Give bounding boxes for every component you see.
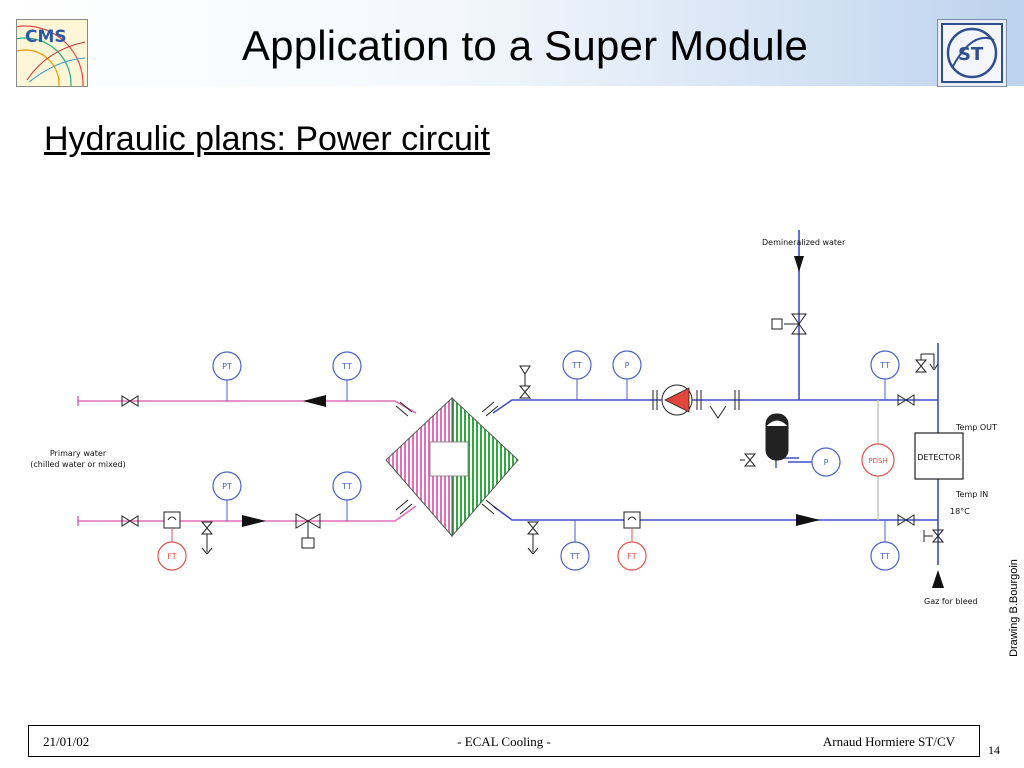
detector-label: DETECTOR: [917, 453, 961, 462]
arrow-left-primary-top: [303, 395, 326, 407]
valve-vent: [914, 353, 939, 373]
valve-make-up: [771, 313, 807, 335]
cern-logo-graphic: ST: [941, 23, 1003, 83]
footer-title: - ECAL Cooling -: [457, 734, 551, 749]
footer-author: Arnaud Hormiere ST/CV: [822, 734, 955, 749]
page-title: Application to a Super Module: [241, 22, 809, 69]
svg-text:TT: TT: [569, 552, 580, 561]
temp-in-label: Temp IN: [955, 490, 988, 499]
diagram-labels: Primary water (chilled water or mixed) D…: [30, 238, 997, 606]
strainer-mid: [623, 511, 641, 529]
svg-text:TT: TT: [341, 362, 352, 371]
valves: [121, 313, 945, 555]
valve-primary-bottom: [121, 515, 139, 527]
instrument-pt-bottom: PT: [212, 471, 242, 521]
temp-value-label: 18°C: [950, 507, 970, 516]
instrument-tt-top-right: TT: [870, 350, 900, 400]
cms-logo-graphic: CMS: [17, 25, 86, 86]
instrument-p-expansion: P: [811, 447, 841, 477]
cern-logo-text: ST: [958, 44, 984, 65]
instrument-ft-left: FT: [157, 541, 187, 571]
primary-water-sublabel: (chilled water or mixed): [30, 460, 126, 469]
heat-exchanger: [385, 396, 519, 538]
flow-arrows: [242, 256, 944, 588]
footer-date: 21/01/02: [43, 734, 90, 749]
primary-circuit-lines: [77, 396, 417, 526]
instrument-pt-top: PT: [212, 351, 242, 401]
drawing-credit: Drawing B.Bourgoin: [1008, 559, 1020, 657]
svg-text:PT: PT: [222, 482, 232, 491]
cms-logo: CMS: [16, 19, 88, 87]
secondary-circuit-lines: [492, 230, 939, 565]
demineralized-water-label: Demineralized water: [762, 238, 846, 247]
instrument-ft-mid: FT: [617, 541, 647, 571]
svg-text:TT: TT: [571, 361, 582, 370]
svg-text:P: P: [625, 361, 630, 370]
svg-text:PT: PT: [222, 362, 232, 371]
power-circuit-schematic: DETECTOR PT TT PT TT FT: [30, 230, 997, 606]
expansion-vessel: [765, 413, 820, 468]
slide-subtitle: Hydraulic plans: Power circuit: [44, 120, 490, 158]
circulation-pump: [652, 384, 740, 419]
valve-expansion: [740, 453, 757, 467]
primary-water-label: Primary water: [50, 449, 107, 458]
slide-footer: 21/01/02 - ECAL Cooling - Arnaud Hormier…: [28, 725, 980, 757]
cern-logo: ST: [937, 19, 1007, 87]
hydraulic-diagram: DETECTOR PT TT PT TT FT: [20, 220, 1020, 640]
valve-primary-top: [121, 395, 139, 407]
instrument-p-top-mid: P: [612, 350, 642, 400]
valve-right-top: [897, 394, 915, 406]
slide-header: CMS Application to a Super Module ST: [0, 0, 1024, 87]
arrow-right-secondary-bottom: [796, 514, 820, 526]
svg-text:P: P: [824, 458, 829, 467]
flow-elements: [163, 511, 641, 542]
gaz-bleed-label: Gaz for bleed: [924, 597, 978, 606]
exchanger-window: [429, 441, 469, 477]
exchanger-connectors: [395, 401, 499, 515]
svg-text:FT: FT: [627, 552, 636, 561]
svg-text:TT: TT: [879, 361, 890, 370]
temp-out-label: Temp OUT: [955, 423, 997, 432]
instruments: PT TT PT TT FT TT P: [157, 350, 900, 571]
valve-drain-top: [518, 365, 532, 399]
instrument-tt-bottom-mid: TT: [560, 520, 590, 571]
cms-logo-text: CMS: [25, 27, 67, 47]
svg-text:PDSH: PDSH: [868, 457, 887, 465]
valve-gaz: [923, 529, 945, 543]
instrument-tt-bottom-right: TT: [870, 520, 900, 571]
arrow-demineralized-inlet: [794, 256, 804, 272]
svg-text:TT: TT: [341, 482, 352, 491]
svg-text:TT: TT: [879, 552, 890, 561]
instrument-tt-top-mid: TT: [562, 350, 592, 400]
valve-drain-bottom: [526, 521, 540, 555]
arrow-right-primary-bottom: [242, 515, 266, 527]
instrument-tt-bottom-left: TT: [332, 471, 362, 521]
strainer-left: [163, 511, 181, 529]
arrow-gaz-bleed: [932, 570, 944, 588]
detector-box: DETECTOR: [914, 432, 964, 480]
page-number: 14: [988, 743, 1000, 757]
valve-regulating: [295, 513, 321, 549]
valve-left-ft: [200, 521, 214, 555]
instrument-tt-top-left: TT: [332, 351, 362, 401]
svg-text:FT: FT: [167, 552, 176, 561]
valve-right-bottom: [897, 514, 915, 526]
instrument-pdsh: PDSH: [861, 443, 895, 477]
